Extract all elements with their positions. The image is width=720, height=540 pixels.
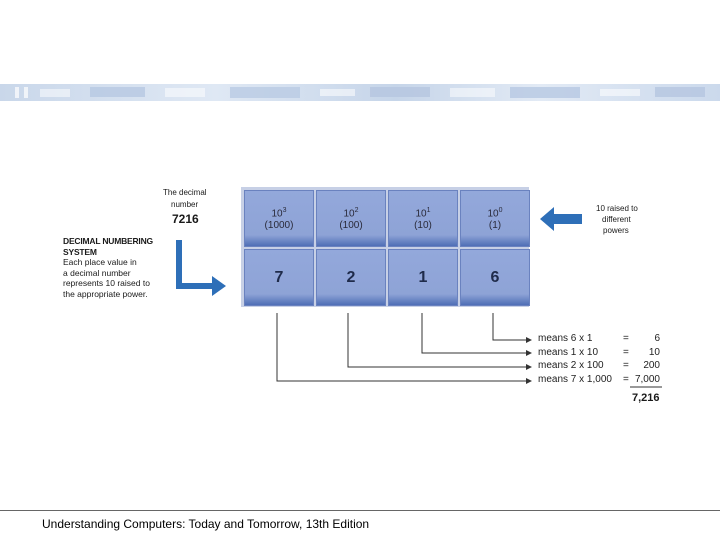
side-note-line2: different [602,215,631,224]
connector-ones [492,313,528,341]
connector-thousands [276,313,528,382]
power-label: 102 [343,206,359,220]
power-value: (100) [339,220,363,232]
caption-body-line1: Each place value in [63,257,137,267]
decimal-note-line2: number [171,200,199,209]
digit-cell-tens: 1 [388,249,458,306]
side-note-line3: powers [603,226,629,235]
decimal-number-value: 7216 [172,212,199,226]
decimal-number-note: The decimal number [163,187,207,211]
power-cell-hundreds: 102 (100) [316,190,386,247]
caption-body-line3: represents 10 raised to [63,278,150,288]
header-decorative-band [0,84,720,101]
power-label: 100 [487,206,503,220]
side-note: 10 raised to different powers [596,203,638,236]
side-note-line1: 10 raised to [596,204,638,213]
footer-divider [0,510,720,511]
left-arrow-icon [540,207,582,231]
power-label: 101 [415,206,431,220]
digit-cell-thousands: 7 [244,249,314,306]
digit-cell-ones: 6 [460,249,530,306]
power-cell-thousands: 103 (1000) [244,190,314,247]
caption-block: DECIMAL NUMBERING SYSTEM Each place valu… [63,236,153,299]
footer-citation: Understanding Computers: Today and Tomor… [42,517,370,531]
sum-total: 7,216 [632,392,660,404]
power-cell-ones: 100 (1) [460,190,530,247]
digit-cell-hundreds: 2 [316,249,386,306]
caption-title-line1: DECIMAL NUMBERING [63,236,153,246]
power-label: 103 [271,206,287,220]
connector-hundreds [347,313,528,368]
caption-body-line4: the appropriate power. [63,288,148,299]
place-value-grid: 103 (1000) 102 (100) 101 (10) 100 (1) 7 … [241,187,530,307]
power-value: (1000) [264,220,294,232]
band-pattern [15,87,705,98]
power-value: (1) [488,220,502,232]
power-value: (10) [414,220,432,232]
caption-title-line2: SYSTEM [63,246,97,257]
power-cell-tens: 101 (10) [388,190,458,247]
caption-body-line2: a decimal number [63,267,131,278]
decimal-note-line1: The decimal [163,188,207,197]
connector-tens [421,313,528,354]
l-arrow-icon [176,240,226,296]
